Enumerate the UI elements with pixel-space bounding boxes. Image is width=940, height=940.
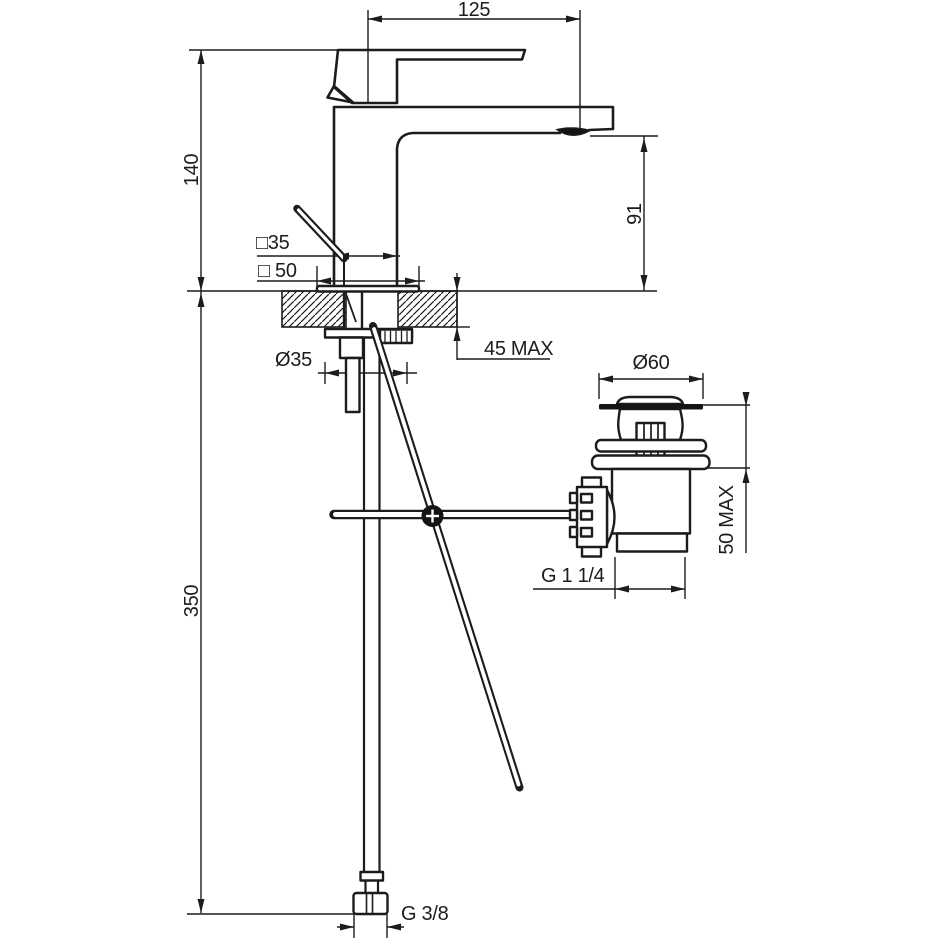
dim-label-basin-max: 50 MAX [716,485,738,554]
threaded-shank [338,336,365,360]
waste-washer-lower [590,454,711,471]
countertop-section [281,290,458,328]
aerator-outlet [555,127,592,136]
waste-assembly [568,395,711,558]
dim-label-height: 140 [181,154,203,187]
faucet-handle [326,48,527,105]
waste-washer-upper [594,438,708,453]
dim-label-spout-projection: 125 [458,0,491,21]
waste-tailpiece [615,532,689,553]
dim-label-hose-drop: 350 [181,585,203,618]
escutcheon-plate [315,284,421,293]
hose-collar [359,870,385,882]
mounting-hardware [323,290,414,414]
pop-up-rod [369,322,524,792]
supply-nut [352,891,389,916]
dim-label-base-section: □ 50 [258,260,297,282]
dim-label-body-section: □35 [256,232,290,254]
dim-label-waste-flange: Ø60 [633,352,670,374]
dim-label-deck-max: 45 MAX [484,338,553,360]
supply-hose [352,338,389,916]
pop-up-knob-rod [293,204,348,291]
fixing-stud [344,356,361,414]
waste-flange [599,404,703,410]
dim-label-waste-thread: G 1 1/4 [541,565,605,587]
faucet-body [332,105,615,289]
waste-body [610,467,692,535]
dim-label-outlet-height: 91 [624,203,646,225]
dim-label-mounting-hole: Ø35 [275,349,312,371]
pivot-joint [421,505,444,527]
waste-knurled-nut [568,476,616,558]
waste-plug-cap [615,395,685,406]
dim-label-supply-thread: G 3/8 [401,903,449,925]
